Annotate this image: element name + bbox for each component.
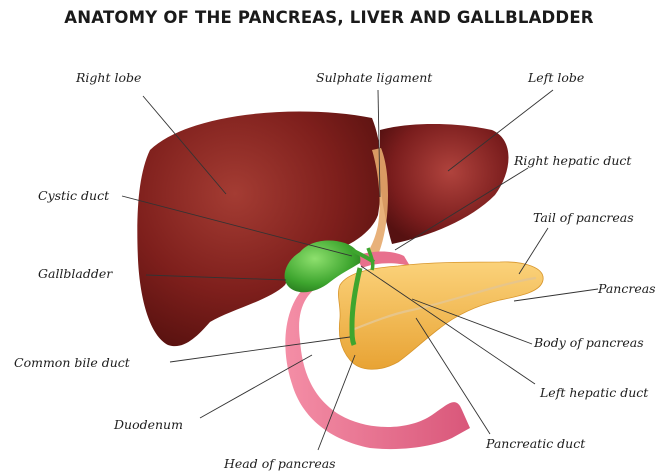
label-common-bile-duct: Common bile duct (14, 356, 130, 370)
label-right-lobe: Right lobe (76, 71, 141, 85)
label-tail-of-pancreas: Tail of pancreas (533, 211, 634, 225)
liver-left-lobe-shape (380, 124, 509, 244)
label-pancreas: Pancreas (598, 282, 656, 296)
label-body-of-pancreas: Body of pancreas (534, 336, 644, 350)
label-duodenum: Duodenum (114, 418, 183, 432)
pancreas-shape (338, 262, 543, 369)
label-pancreatic-duct: Pancreatic duct (486, 437, 585, 451)
label-left-lobe: Left lobe (528, 71, 584, 85)
label-left-hepatic-duct: Left hepatic duct (540, 386, 648, 400)
diagram-title: ANATOMY OF THE PANCREAS, LIVER AND GALLB… (0, 8, 658, 27)
leader-common-bile-duct (170, 337, 350, 362)
label-right-hepatic-duct: Right hepatic duct (514, 154, 631, 168)
label-cystic-duct: Cystic duct (38, 189, 109, 203)
label-head-of-pancreas: Head of pancreas (224, 457, 336, 471)
label-sulphate-ligament: Sulphate ligament (316, 71, 432, 85)
label-gallbladder: Gallbladder (38, 267, 112, 281)
